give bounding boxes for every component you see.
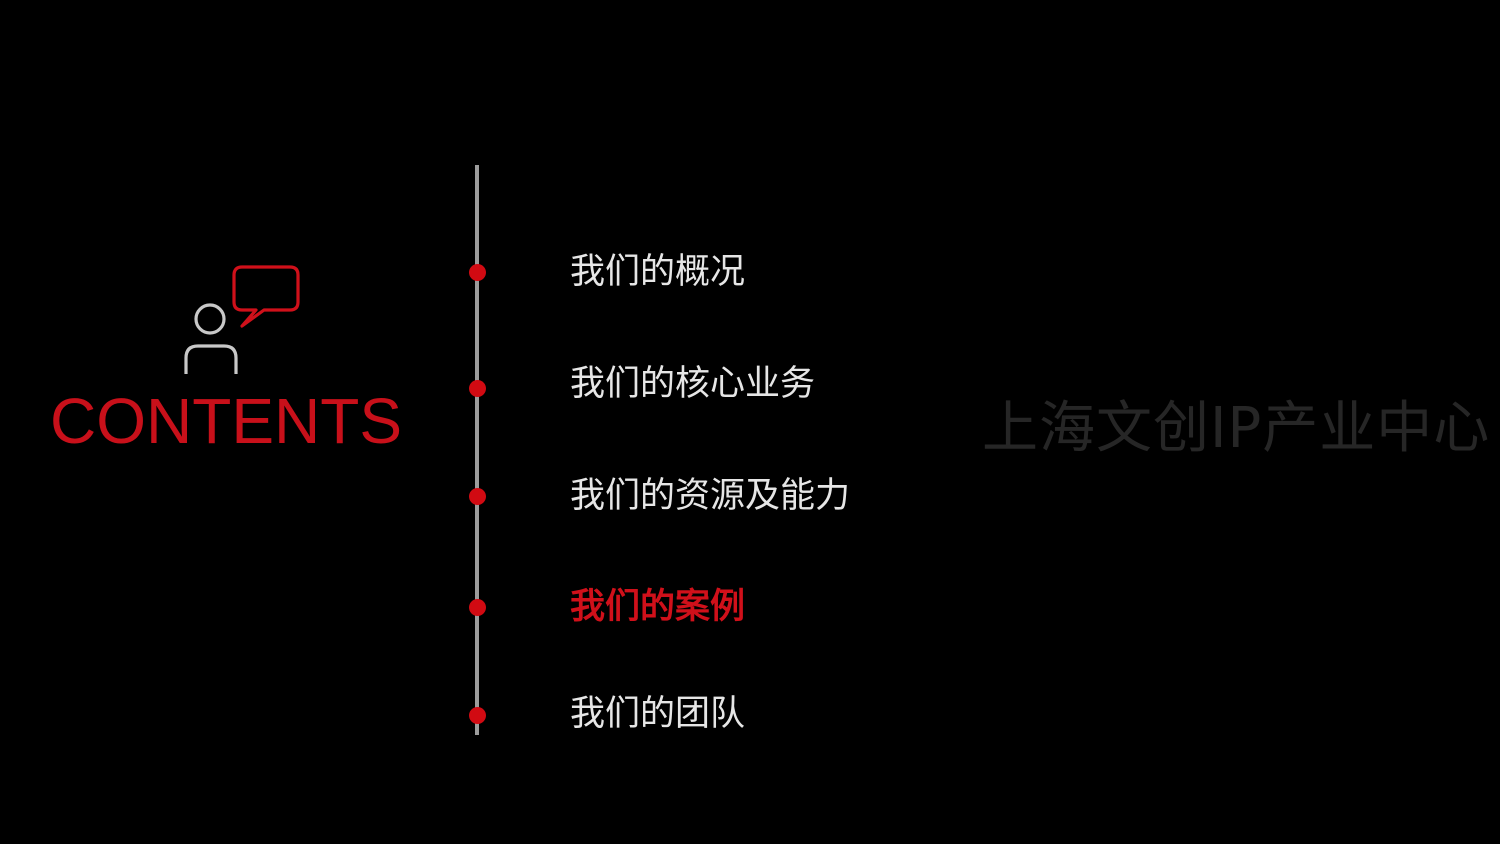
timeline-dot-5: [469, 707, 486, 724]
menu-item-cases[interactable]: 我们的案例: [570, 587, 746, 627]
timeline-line: [475, 165, 479, 735]
menu-item-team[interactable]: 我们的团队: [570, 694, 746, 734]
menu-item-resources-capabilities[interactable]: 我们的资源及能力: [570, 476, 851, 516]
menu-item-overview[interactable]: 我们的概况: [570, 252, 746, 292]
watermark-text: 上海文创IP产业中心: [982, 396, 1491, 461]
timeline-dot-2: [469, 380, 486, 397]
person-speech-bubble-icon: [180, 262, 304, 378]
timeline-dot-1: [469, 264, 486, 281]
menu-item-core-business[interactable]: 我们的核心业务: [570, 364, 816, 404]
timeline-dot-4: [469, 599, 486, 616]
timeline-dot-3: [469, 488, 486, 505]
contents-title: CONTENTS: [50, 385, 402, 457]
